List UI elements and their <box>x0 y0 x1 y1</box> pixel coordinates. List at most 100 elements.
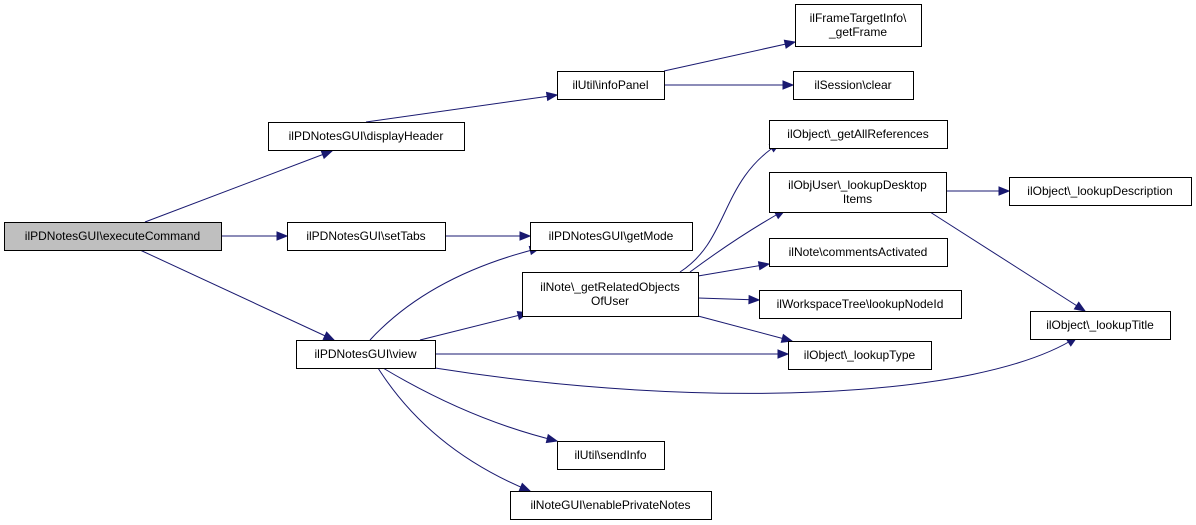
edge-lookupDesktopItems-to-lookupDescription <box>946 186 1011 196</box>
edge-line <box>697 315 793 342</box>
node-label: ilPDNotesGUI\setTabs <box>306 229 425 243</box>
edge-executeCommand-to-view <box>139 249 336 341</box>
arrowhead-icon <box>748 294 761 305</box>
node-label: ilObject\_lookupDescription <box>1027 184 1172 198</box>
node-box <box>268 122 465 151</box>
node-label: ilUtil\sendInfo <box>574 448 646 462</box>
edge-getRelatedObjects-to-lookupNodeId <box>697 294 761 305</box>
edge-view-to-enablePrivateNotes <box>377 367 532 492</box>
arrowhead-icon <box>1073 301 1087 312</box>
node-box <box>795 4 922 47</box>
edge-lookupDesktopItems-to-lookupTitle <box>929 211 1087 312</box>
edge-line <box>365 94 558 123</box>
arrowhead-icon <box>545 91 559 102</box>
edge-view-to-getMode <box>369 245 542 341</box>
arrowhead-icon <box>757 261 771 271</box>
node-label: ilObject\_lookupType <box>804 348 916 362</box>
node-display-header[interactable]: ilPDNotesGUI\displayHeader <box>268 122 465 151</box>
node-set-tabs[interactable]: ilPDNotesGUI\setTabs <box>287 222 446 251</box>
node-box <box>793 71 914 100</box>
edge-view-to-getRelatedObjects <box>419 310 530 341</box>
node-box <box>522 272 699 317</box>
node-session-clear[interactable]: ilSession\clear <box>793 71 914 100</box>
node-box <box>557 71 665 100</box>
node-label: ilPDNotesGUI\displayHeader <box>289 129 444 143</box>
edge-executeCommand-to-setTabs <box>221 231 289 241</box>
edge-line <box>369 247 541 341</box>
node-lookup-description[interactable]: ilObject\_lookupDescription <box>1009 177 1192 206</box>
edge-executeCommand-to-displayHeader <box>144 150 334 223</box>
node-enable-private-notes[interactable]: ilNoteGUI\enablePrivateNotes <box>510 491 712 520</box>
edge-getRelatedObjects-to-lookupType <box>697 315 794 343</box>
node-label: _getFrame <box>828 25 887 39</box>
edge-line <box>434 336 1078 394</box>
arrowhead-icon <box>518 482 532 492</box>
node-label: ilWorkspaceTree\lookupNodeId <box>777 297 944 311</box>
node-label: ilObjUser\_lookupDesktop <box>788 178 927 192</box>
node-box <box>530 222 693 251</box>
arrowhead-icon <box>276 231 289 241</box>
node-send-info[interactable]: ilUtil\sendInfo <box>557 441 665 470</box>
node-box <box>1009 177 1192 206</box>
arrowhead-icon <box>322 331 336 341</box>
node-label: OfUser <box>591 294 629 308</box>
edge-infoPanel-to-sessionClear <box>664 80 795 90</box>
node-label: ilSession\clear <box>814 78 891 92</box>
edge-line <box>929 211 1086 312</box>
node-box <box>788 341 932 370</box>
edge-view-to-lookupType <box>435 349 790 359</box>
node-label: ilObject\_getAllReferences <box>787 127 928 141</box>
node-label: ilPDNotesGUI\executeCommand <box>25 229 200 243</box>
edge-line <box>697 263 770 277</box>
arrowhead-icon <box>782 80 795 90</box>
node-lookup-node-id[interactable]: ilWorkspaceTree\lookupNodeId <box>759 290 962 319</box>
node-comments-activated[interactable]: ilNote\commentsActivated <box>769 238 948 267</box>
edge-getRelatedObjects-to-commentsActivated <box>697 261 771 277</box>
node-box <box>296 340 436 369</box>
arrowhead-icon <box>998 186 1011 196</box>
arrowhead-icon <box>777 349 790 359</box>
arrowhead-icon <box>519 231 532 241</box>
node-box <box>769 120 948 149</box>
edge-infoPanel-to-getFrame <box>663 39 797 72</box>
node-execute-command[interactable]: ilPDNotesGUI\executeCommand <box>4 222 222 251</box>
arrowhead-icon <box>545 433 559 444</box>
edge-setTabs-to-getMode <box>445 231 532 241</box>
edge-line <box>382 367 558 442</box>
arrowhead-icon <box>320 150 334 160</box>
node-view[interactable]: ilPDNotesGUI\view <box>296 340 436 369</box>
nodes-layer: ilPDNotesGUI\executeCommand ilPDNotesGUI\… <box>4 4 1192 520</box>
node-box <box>510 491 712 520</box>
edge-displayHeader-to-infoPanel <box>365 91 559 123</box>
edge-line <box>377 367 531 492</box>
node-label: ilFrameTargetInfo\ <box>810 11 907 25</box>
edge-line <box>689 209 786 273</box>
node-label: ilNoteGUI\enablePrivateNotes <box>530 498 690 512</box>
edge-line <box>679 142 781 273</box>
node-get-all-references[interactable]: ilObject\_getAllReferences <box>769 120 948 149</box>
node-get-mode[interactable]: ilPDNotesGUI\getMode <box>530 222 693 251</box>
node-info-panel[interactable]: ilUtil\infoPanel <box>557 71 665 100</box>
node-lookup-title[interactable]: ilObject\_lookupTitle <box>1030 311 1171 340</box>
edges-layer <box>139 39 1087 492</box>
node-box <box>557 441 665 470</box>
edge-view-to-sendInfo <box>382 367 559 444</box>
node-label: ilObject\_lookupTitle <box>1046 318 1154 332</box>
node-get-frame[interactable]: ilFrameTargetInfo\_getFrame <box>795 4 922 47</box>
node-lookup-type[interactable]: ilObject\_lookupType <box>788 341 932 370</box>
node-label: ilPDNotesGUI\view <box>314 347 416 361</box>
node-box <box>4 222 222 251</box>
node-box <box>287 222 446 251</box>
node-box <box>759 290 962 319</box>
node-box <box>1030 311 1171 340</box>
node-box <box>769 172 947 213</box>
edge-line <box>419 312 529 341</box>
arrowhead-icon <box>780 333 794 343</box>
edge-line <box>144 150 333 223</box>
edge-getRelatedObjects-to-getAllReferences <box>679 142 782 273</box>
node-label: ilNote\_getRelatedObjects <box>540 280 679 294</box>
edge-line <box>663 41 796 72</box>
